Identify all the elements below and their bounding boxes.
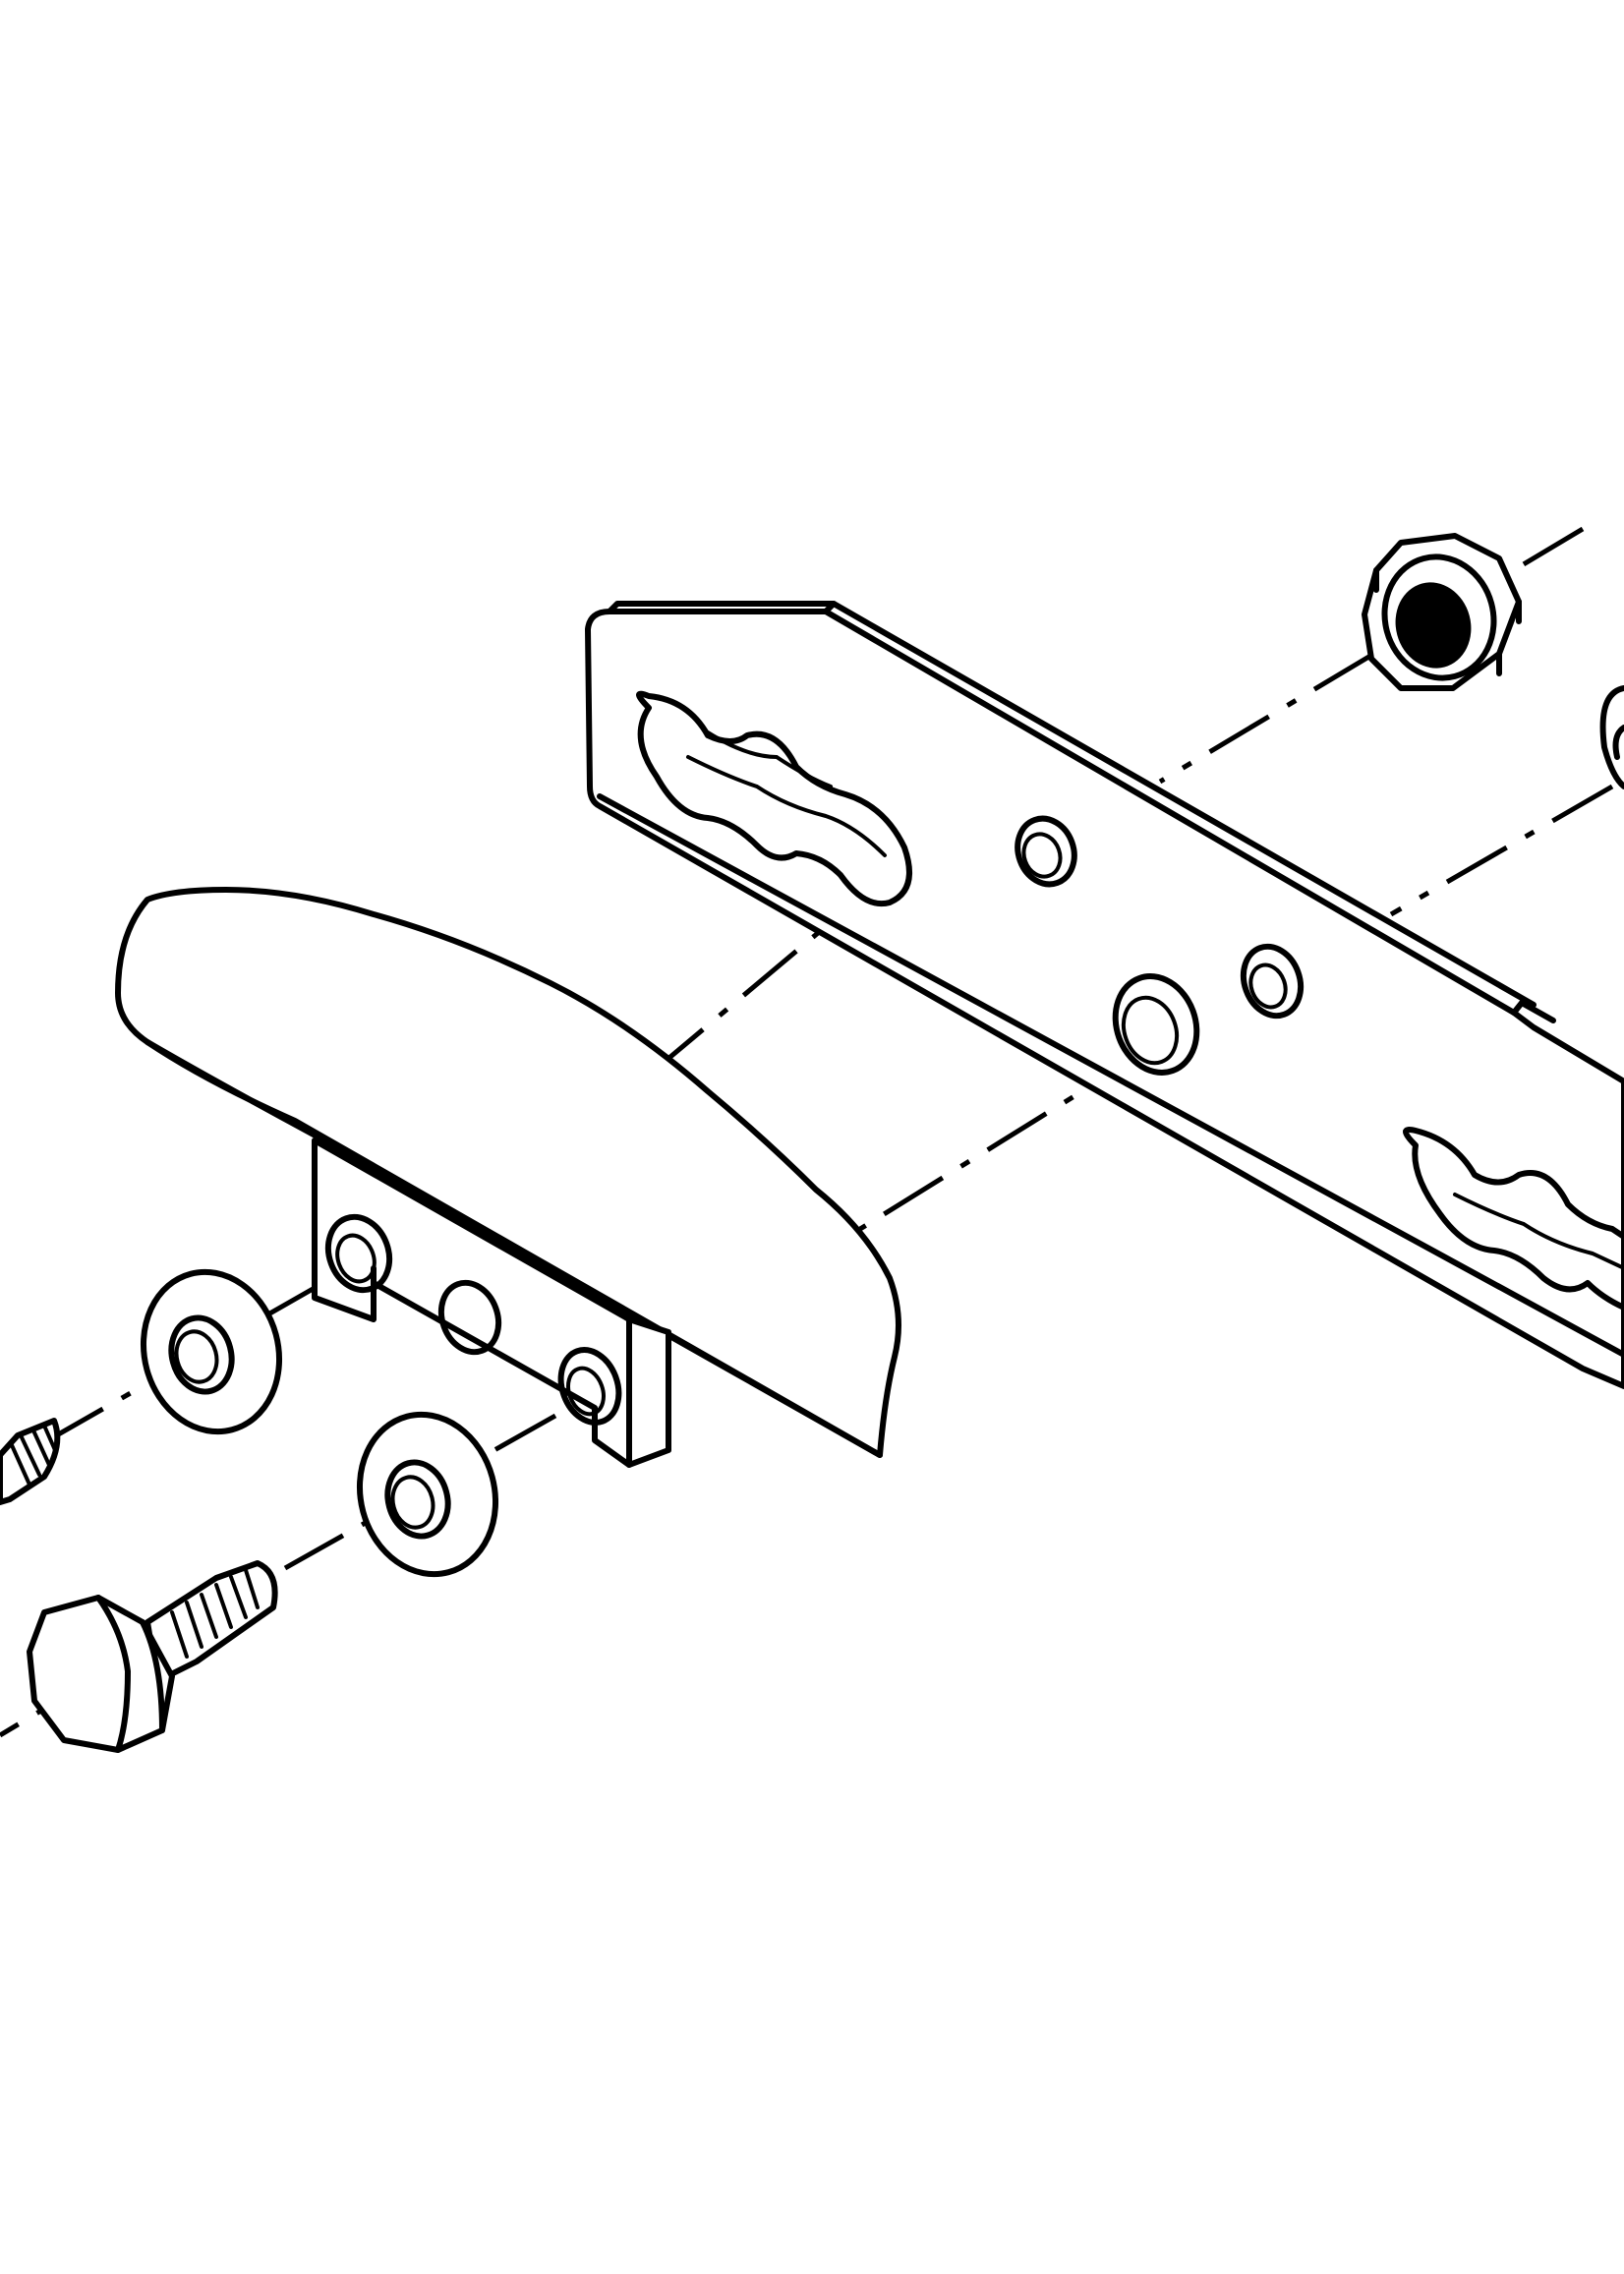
bracket-hole-middle — [437, 1279, 502, 1356]
bracket-hole-left — [324, 1213, 393, 1294]
right-slot-holes — [1403, 1127, 1624, 1311]
hole-middle-small — [1240, 943, 1305, 1020]
hole-middle-large — [1112, 973, 1200, 1076]
bracket-hole-right — [557, 1347, 622, 1426]
left-slot-holes — [636, 690, 912, 907]
center-line-middle — [858, 982, 1255, 1232]
flat-washer-lower — [356, 1411, 499, 1578]
center-line-washer-right — [1389, 784, 1614, 917]
hex-nut — [1362, 533, 1522, 691]
hex-head-bolt — [27, 1560, 278, 1753]
flat-washer-right-partial — [1599, 685, 1624, 789]
small-hole-upper — [1015, 815, 1077, 888]
short-bolt — [0, 1418, 61, 1505]
slotted-mounting-plate — [585, 601, 1624, 1389]
end-cap-block — [115, 887, 901, 1458]
mounting-bracket — [312, 1137, 671, 1468]
flat-washer-left — [140, 1268, 283, 1435]
